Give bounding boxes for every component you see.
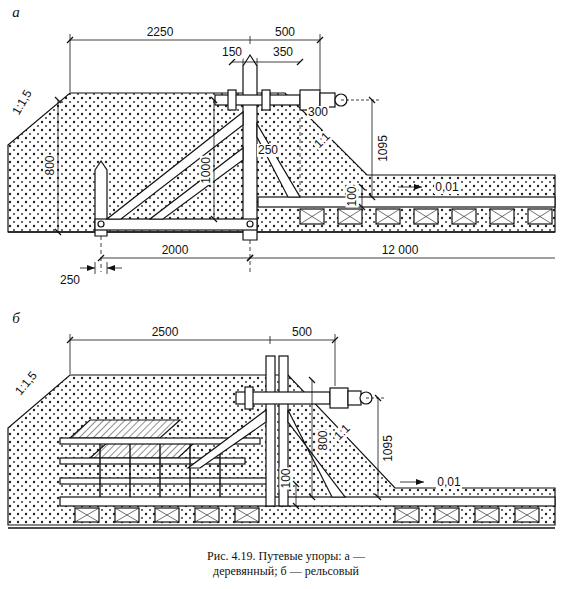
sleeper <box>75 508 99 522</box>
dimension-label: 0,01 <box>436 476 461 489</box>
sleeper <box>115 508 139 522</box>
dimension-label: 1095 <box>376 134 389 163</box>
sleeper <box>395 508 419 522</box>
dimension-label: 800 <box>44 154 57 176</box>
sleeper <box>490 209 514 224</box>
sleeper <box>414 209 438 224</box>
dimension-label: 2500 <box>151 326 180 339</box>
sleeper <box>515 508 539 522</box>
wooden-stop <box>8 34 555 274</box>
dimension-label: 250 <box>257 144 279 157</box>
dimension-label: 100 <box>346 185 359 207</box>
dimension-label: 500 <box>274 26 296 39</box>
dimension-label: 0,01 <box>434 181 459 194</box>
sleeper <box>435 508 459 522</box>
dimension-label: 350 <box>272 46 294 59</box>
dimension-label: 12 000 <box>381 244 420 257</box>
dimension-label: 100 <box>280 467 293 489</box>
rail-stop <box>8 334 555 528</box>
dimension-label: 1095 <box>381 434 394 463</box>
sleeper <box>338 209 362 224</box>
dimension-label: 1000 <box>199 156 212 185</box>
dimension-label: 250 <box>59 274 81 287</box>
figure-caption: Рис. 4.19. Путевые упоры: а — деревянный… <box>191 549 381 579</box>
sleeper <box>195 508 219 522</box>
dimension-label: 300 <box>307 106 329 119</box>
sleeper <box>528 209 552 224</box>
dimension-label: 150 <box>221 46 243 59</box>
sleeper <box>376 209 400 224</box>
dimension-label: 1:1,5 <box>9 86 35 117</box>
panel-letter: а <box>11 6 21 19</box>
dimension-label: 2250 <box>146 26 175 39</box>
dimension-label: 800 <box>317 429 330 451</box>
dimension-label: 2000 <box>161 244 190 257</box>
sleeper <box>452 209 476 224</box>
sleeper <box>475 508 499 522</box>
sleeper <box>300 209 324 224</box>
sleeper <box>155 508 179 522</box>
sleeper <box>235 508 259 522</box>
dimension-label: 1:1,5 <box>12 368 40 398</box>
dimension-label: 500 <box>291 326 313 339</box>
panel-letter: б <box>11 312 21 325</box>
